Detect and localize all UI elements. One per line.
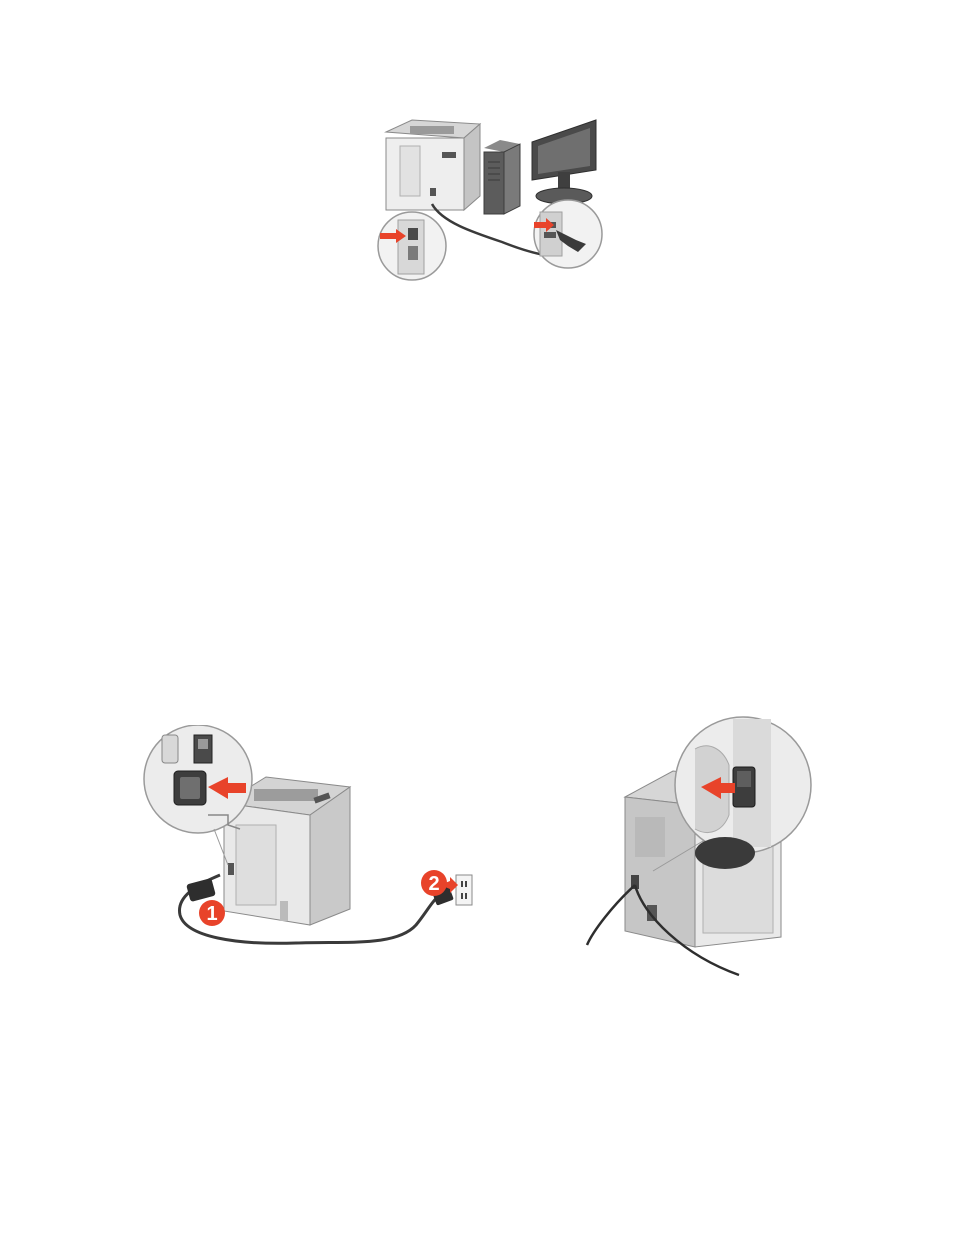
callout-1: 1	[206, 903, 217, 925]
computer-tower	[484, 140, 520, 214]
usb-connection-drawing	[372, 112, 608, 284]
computer-port-zoom	[534, 200, 602, 268]
printer-port-zoom	[378, 212, 446, 280]
callout-badge-icon: 1	[199, 900, 225, 926]
printer	[386, 120, 480, 210]
wall-outlet	[456, 875, 472, 905]
callout-badge-icon: 2	[421, 870, 447, 896]
power-switch-illustration	[583, 705, 815, 985]
callout-2: 2	[428, 873, 439, 895]
power-switch-drawing	[583, 705, 815, 985]
power-cord-drawing: 1 2	[136, 725, 479, 957]
power-cord-illustration: 1 2	[136, 725, 479, 957]
monitor	[532, 120, 596, 204]
power-port-zoom	[144, 725, 252, 833]
usb-connection-illustration	[372, 112, 608, 284]
